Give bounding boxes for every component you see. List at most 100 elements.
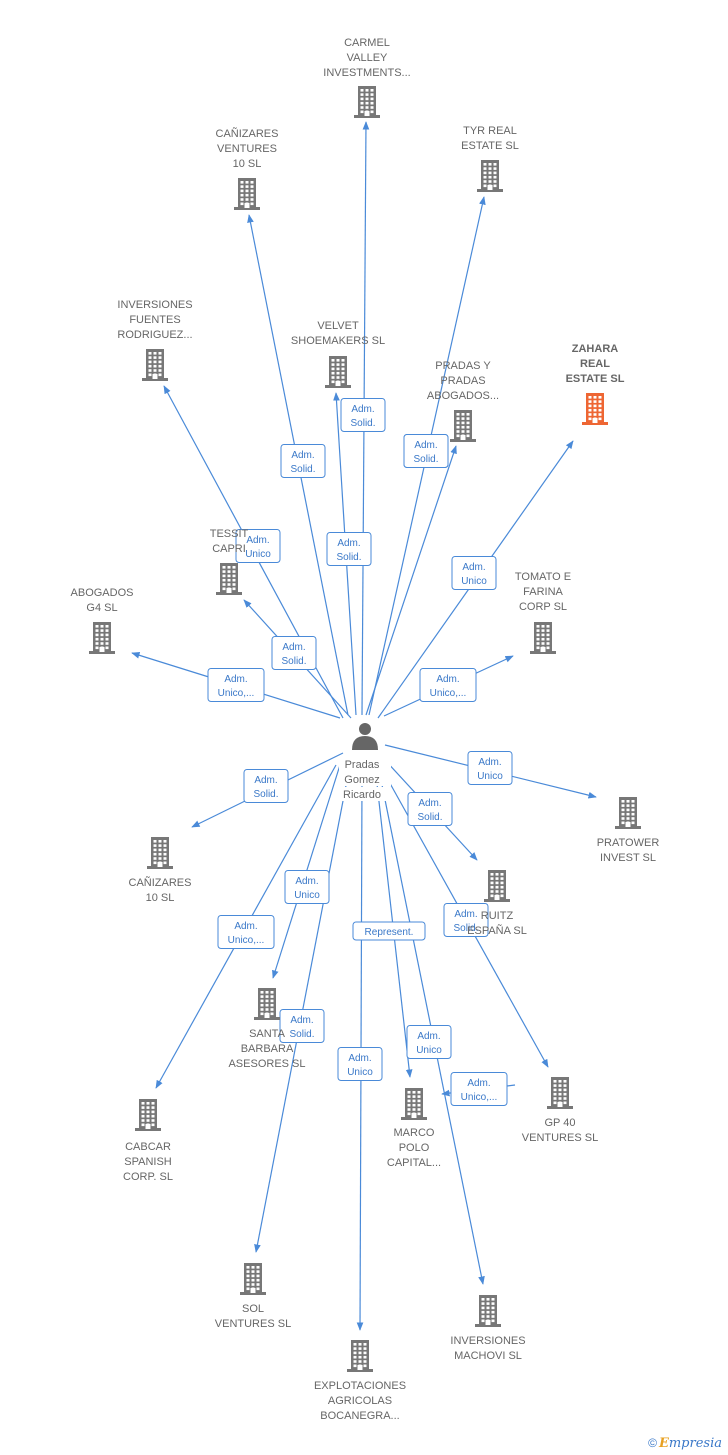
edge-label-text: Adm. <box>254 775 277 786</box>
company-name-line: RUITZ <box>481 910 514 922</box>
edge-label-machovi[interactable]: Adm.Unico <box>406 1025 452 1059</box>
edge-label-tessit[interactable]: Adm.Solid. <box>271 636 317 670</box>
company-name-line: SOL <box>242 1303 264 1315</box>
company-name-line: TOMATO E <box>515 571 571 583</box>
edge-label-text: Adm. <box>290 1015 313 1026</box>
edge-label-text: Solid. <box>413 454 438 465</box>
edge-label-gp40[interactable]: Adm.Solid. <box>443 903 489 937</box>
edge-label-explotaciones[interactable]: Adm.Unico <box>337 1047 383 1081</box>
edge-label-box <box>271 636 317 670</box>
company-name-line: CARMEL <box>344 37 390 49</box>
edge-label-zahara[interactable]: Adm. Unico <box>451 556 497 590</box>
brand-logo: Empresia <box>658 1436 722 1451</box>
edge-label-text: Solid. <box>290 464 315 475</box>
edge-label-marco_polo[interactable]: Represent. <box>352 921 426 941</box>
edge-label-text: Solid. <box>350 418 375 429</box>
edge-label-box <box>450 1072 508 1106</box>
company-node-sol[interactable]: SOL VENTURES SL <box>215 1263 291 1330</box>
edge-label-tomato[interactable]: Adm.Unico,... <box>419 668 477 702</box>
company-node-carmel[interactable]: CARMEL VALLEY INVESTMENTS... <box>323 37 411 118</box>
edge-label-box <box>352 921 426 941</box>
company-name-line: TYR REAL <box>463 125 517 137</box>
edge-label-text: Adm. <box>418 798 441 809</box>
edge-label-text: Adm. <box>417 1031 440 1042</box>
company-name-line: VALLEY <box>347 52 388 64</box>
company-name-line: INVERSIONES <box>450 1335 525 1347</box>
company-name-line: ESPAÑA SL <box>467 924 527 937</box>
edge-label-marco_polo[interactable]: Adm.Unico,... <box>450 1072 508 1106</box>
edge-label-text: Adm. <box>462 562 485 573</box>
company-name-line: FUENTES <box>129 314 180 326</box>
company-node-explotaciones[interactable]: EXPLOTACIONESAGRICOLASBOCANEGRA... <box>314 1340 406 1422</box>
building-icon <box>450 410 476 442</box>
company-name-line: CORP SL <box>519 601 567 613</box>
edge-label-pratower[interactable]: Adm. Unico <box>467 751 513 785</box>
edge-label-text: Adm. <box>348 1053 371 1064</box>
edge-label-box <box>207 668 265 702</box>
edge-label-text: Adm. <box>467 1078 490 1089</box>
edge-label-abogados_g4[interactable]: Adm.Unico,... <box>207 668 265 702</box>
person-label-bg <box>339 757 391 771</box>
edge-labels-layer: Adm.Solid.Adm.Solid.Adm.UnicoAdm.UnicoAd… <box>207 398 513 1106</box>
building-icon <box>477 160 503 192</box>
edge-label-ruitz[interactable]: Adm. Solid. <box>407 792 453 826</box>
company-name-line: VELVET <box>317 320 359 332</box>
edge-label-inversiones_fuentes[interactable]: Adm.Unico <box>235 529 281 563</box>
building-icon <box>347 1340 373 1372</box>
edge-label-cabcar[interactable]: Adm.Unico,... <box>217 915 275 949</box>
company-node-marco_polo[interactable]: MARCO POLO CAPITAL... <box>387 1088 441 1169</box>
edge-label-text: Adm. <box>234 921 257 932</box>
company-name-line: CAPRI <box>212 543 246 555</box>
company-name-line: VENTURES SL <box>215 1318 291 1330</box>
edge-label-text: Unico <box>461 576 487 587</box>
company-name-line: POLO <box>399 1142 430 1154</box>
company-name-line: CAÑIZARES <box>129 876 192 889</box>
edge-label-sol[interactable]: Adm. Solid. <box>279 1009 325 1043</box>
edge-label-text: Unico <box>294 890 320 901</box>
company-name-line: REAL <box>580 358 610 370</box>
company-node-inversiones_fuentes[interactable]: INVERSIONESFUENTESRODRIGUEZ... <box>117 299 193 381</box>
edge-label-text: Adm. <box>436 674 459 685</box>
company-node-pradas_abogados[interactable]: PRADAS YPRADASABOGADOS... <box>427 360 499 442</box>
company-name-line: INVESTMENTS... <box>323 67 410 79</box>
edge-label-canizares_top[interactable]: Adm.Solid. <box>280 444 326 478</box>
edge-label-text: Unico <box>477 771 503 782</box>
building-icon <box>234 178 260 210</box>
person-label-bg <box>339 787 391 801</box>
edge-label-pradas_abogados[interactable]: Adm.Solid. <box>403 434 449 468</box>
edge-label-text: Solid. <box>281 656 306 667</box>
edge-to-pradas_abogados <box>365 445 457 716</box>
edge-label-canizares_10[interactable]: Adm.Solid. <box>243 769 289 803</box>
company-name-line: MARCO <box>394 1127 435 1139</box>
company-node-ruitz[interactable]: RUITZ ESPAÑA SL <box>467 870 527 937</box>
edge-label-text: Solid. <box>417 812 442 823</box>
company-node-velvet[interactable]: VELVET SHOEMAKERS SL <box>291 320 385 388</box>
edge-label-text: Adm. <box>478 757 501 768</box>
building-icon <box>147 837 173 869</box>
edge-label-carmel[interactable]: Adm.Solid. <box>340 398 386 432</box>
edge-label-box <box>443 903 489 937</box>
company-name-line: ZAHARA <box>572 343 618 355</box>
edge-label-text: Solid. <box>289 1029 314 1040</box>
building-icon <box>484 870 510 902</box>
edge-label-santa_barbara[interactable]: Adm.Unico <box>284 870 330 904</box>
edge-label-velvet[interactable]: Adm.Solid. <box>326 532 372 566</box>
building-icon <box>135 1099 161 1131</box>
company-name-line: SHOEMAKERS SL <box>291 335 385 347</box>
company-name-line: ABOGADOS <box>71 587 134 599</box>
company-name-line: CAPITAL... <box>387 1157 441 1169</box>
